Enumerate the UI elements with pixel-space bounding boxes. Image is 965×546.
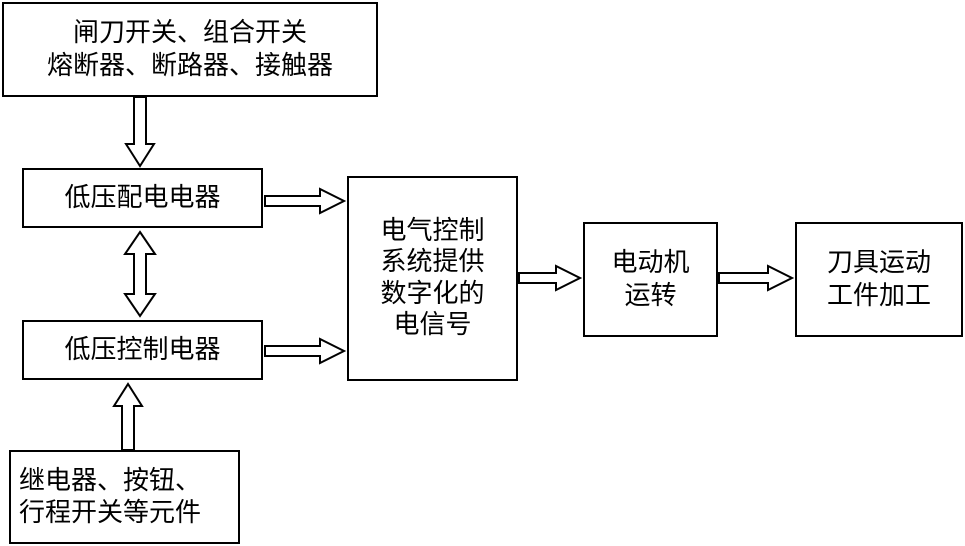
low-voltage-control-box: 低压控制电器 [22,320,263,380]
arrow-system-to-motor [518,264,583,292]
control-components-line-2: 行程开关等元件 [19,498,202,528]
arrow-protection-to-distribution [124,96,156,168]
motor-box: 电动机 运转 [583,222,718,337]
protection-devices-line-2: 熔断器、断路器、接触器 [46,50,333,81]
arrow-components-to-control [112,382,144,451]
protection-devices-box: 闸刀开关、组合开关 熔断器、断路器、接触器 [2,2,378,97]
arrow-control-to-system [264,337,347,365]
low-voltage-distribution-box: 低压配电电器 [22,168,263,228]
electrical-control-system-line-2: 系统提供 [380,247,485,278]
motor-line-1: 电动机 [611,248,690,278]
arrow-distribution-to-system [264,187,347,215]
electrical-control-system-line-4: 电信号 [393,309,472,340]
tool-motion-line-2: 工件加工 [826,280,931,311]
protection-devices-line-1: 闸刀开关、组合开关 [72,18,307,48]
control-components-line-1: 继电器、按钮、 [19,465,202,496]
low-voltage-control-label: 低压控制电器 [64,334,221,365]
electrical-control-system-box: 电气控制 系统提供 数字化的 电信号 [347,176,518,381]
tool-motion-line-1: 刀具运动 [826,248,931,278]
electrical-control-system-line-3: 数字化的 [380,278,485,309]
control-components-box: 继电器、按钮、 行程开关等元件 [9,450,240,544]
tool-motion-box: 刀具运动 工件加工 [795,222,963,337]
arrow-motor-to-tool [718,264,795,292]
motor-line-2: 运转 [624,280,677,311]
low-voltage-distribution-label: 低压配电电器 [64,182,221,213]
electrical-control-system-line-1: 电气控制 [380,216,485,247]
arrow-distribution-control-bidirectional [123,230,157,318]
